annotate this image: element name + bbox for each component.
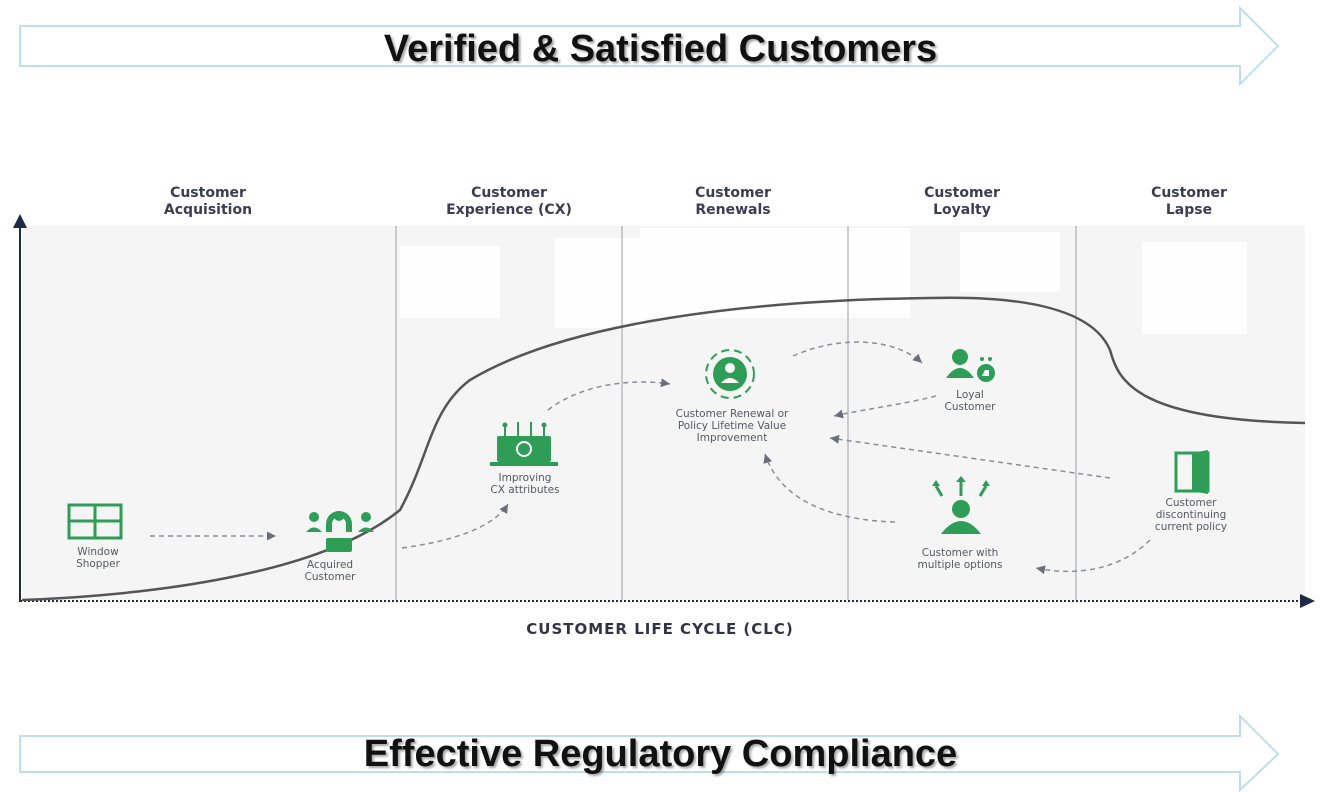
customer-life-cycle-diagram <box>13 214 1315 608</box>
stage-label-line: Renewals <box>695 202 771 218</box>
stage-label-line: Customer <box>695 185 771 201</box>
grid-icon <box>67 503 123 540</box>
faded-block <box>400 246 500 318</box>
flow-arrow-acquired-to-cx <box>401 503 509 549</box>
bottom-banner-title: Effective Regulatory Compliance <box>363 733 958 775</box>
stage-label-loyalty: Customer Loyalty <box>862 185 1062 219</box>
cx-laptop-icon <box>490 422 558 466</box>
stage-label-experience: Customer Experience (CX) <box>409 185 609 219</box>
person-options-icon <box>932 476 990 534</box>
stage-label-line: Customer <box>1151 185 1227 201</box>
flow-arrow-options-to-renewal <box>763 453 896 523</box>
flow-arrow-renewal-to-loyal <box>792 341 923 364</box>
loyal-user-icon <box>946 349 995 382</box>
faded-block <box>640 228 910 318</box>
node-label-renewal: Customer Renewal or Policy Lifetime Valu… <box>675 408 789 444</box>
node-label-discontinuing: Customer discontinuing current policy <box>1154 497 1228 533</box>
node-label-acquired-customer: Acquired Customer <box>304 559 356 583</box>
x-axis-arrowhead <box>1300 594 1315 608</box>
node-label-window-shopper: Window Shopper <box>76 546 120 570</box>
top-banner: Verified & Satisfied Customers <box>0 6 1321 86</box>
stage-label-line: Lapse <box>1165 202 1213 218</box>
top-banner-title: Verified & Satisfied Customers <box>383 28 938 70</box>
stage-label-lapse: Customer Lapse <box>1089 185 1289 219</box>
node-label-loyal-customer: Loyal Customer <box>944 389 996 413</box>
bottom-banner: Effective Regulatory Compliance <box>0 714 1321 792</box>
stage-label-line: Customer <box>924 185 1000 201</box>
stage-label-line: Customer <box>471 185 547 201</box>
flow-arrow-lapse-to-options <box>1035 539 1151 575</box>
node-label-multiple-options: Customer with multiple options <box>917 547 1003 571</box>
top-banner-arrow <box>19 6 1280 86</box>
stage-label-renewals: Customer Renewals <box>633 185 833 219</box>
magnet-customers-icon <box>306 511 374 552</box>
lifecycle-curve <box>21 296 1306 602</box>
flow-arrow-lapse-to-renewal <box>829 434 1111 479</box>
door-exit-icon <box>1174 450 1210 494</box>
gear-person-icon <box>705 349 755 399</box>
faded-block <box>960 232 1060 292</box>
node-label-improving-cx: Improving CX attributes <box>490 472 560 496</box>
flow-arrow-cx-to-renewal <box>547 378 671 411</box>
stage-label-line: Acquisition <box>163 202 253 218</box>
bottom-banner-arrow <box>19 714 1280 792</box>
stage-label-line: Loyalty <box>933 202 991 218</box>
stage-label-acquisition: Customer Acquisition <box>108 185 308 219</box>
faded-block <box>555 238 645 328</box>
stage-label-line: Experience (CX) <box>446 202 572 218</box>
faded-block <box>1142 242 1247 334</box>
axis-title: CUSTOMER LIFE CYCLE (CLC) <box>526 620 794 638</box>
stage-label-line: Customer <box>170 185 246 201</box>
y-axis-arrowhead <box>13 214 27 228</box>
flow-arrow-loyal-to-renewal <box>833 395 937 419</box>
